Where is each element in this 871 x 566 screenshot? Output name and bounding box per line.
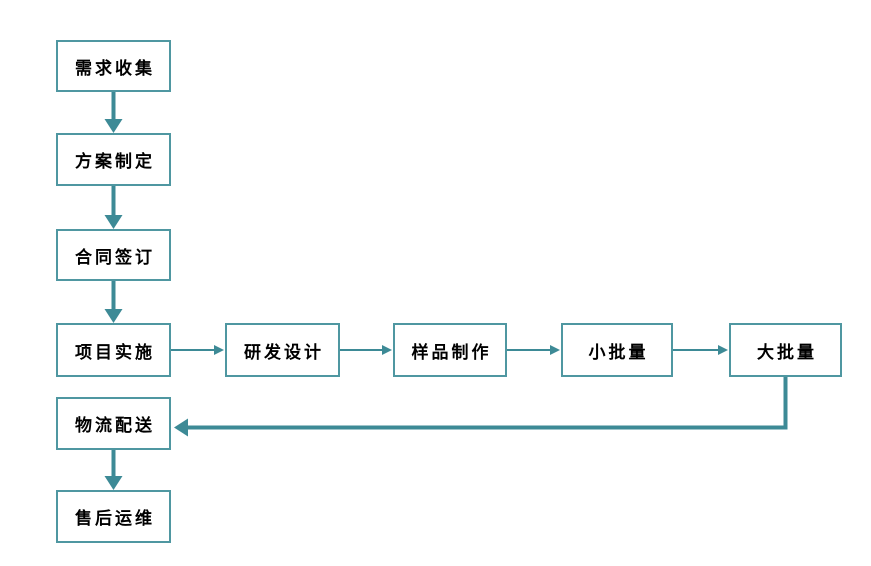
node-plan-formulation: 方案制定 bbox=[56, 133, 171, 186]
node-requirements-collection: 需求收集 bbox=[56, 40, 171, 92]
node-large-batch: 大批量 bbox=[729, 323, 842, 377]
node-logistics-delivery: 物流配送 bbox=[56, 397, 171, 450]
node-contract-signing: 合同签订 bbox=[56, 229, 171, 281]
node-rd-design: 研发设计 bbox=[225, 323, 340, 377]
node-sample-production: 样品制作 bbox=[393, 323, 507, 377]
node-after-sales-maintenance: 售后运维 bbox=[56, 490, 171, 543]
node-small-batch: 小批量 bbox=[561, 323, 673, 377]
node-project-implementation: 项目实施 bbox=[56, 323, 171, 377]
connector-largebatch-to-logistics bbox=[174, 377, 788, 437]
